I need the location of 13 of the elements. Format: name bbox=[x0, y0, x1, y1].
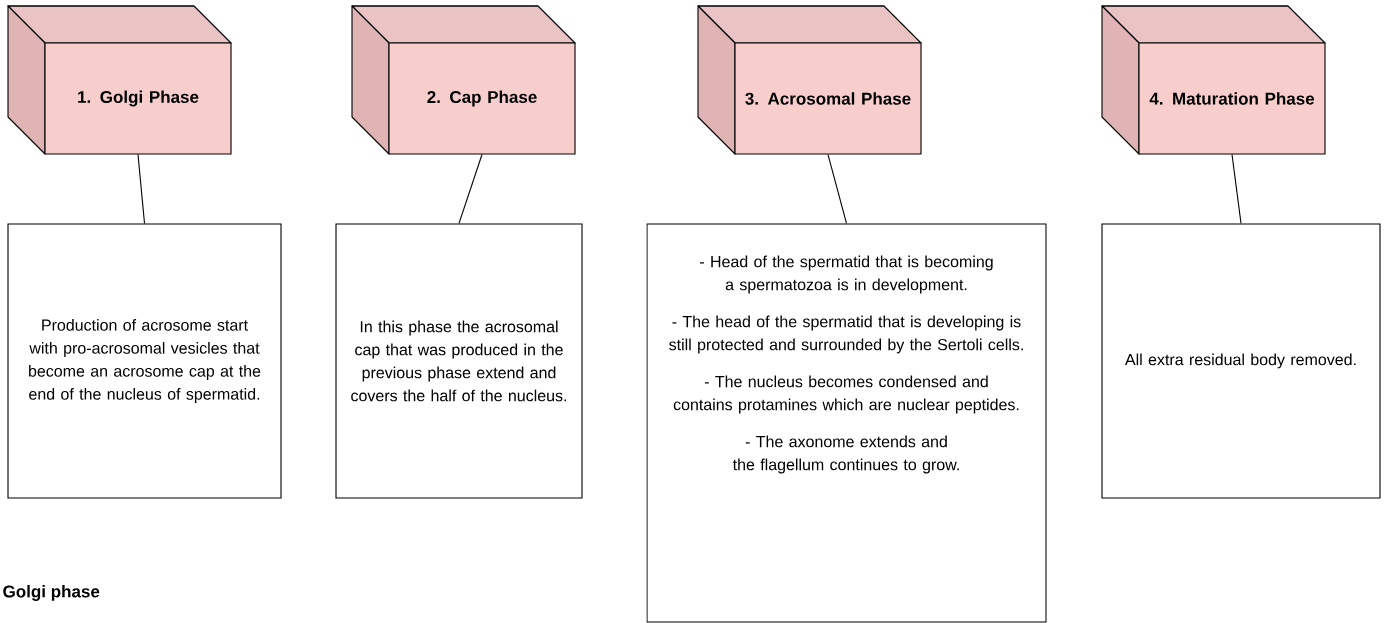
phase-cube: 1. Golgi Phase bbox=[7, 5, 232, 155]
description-box: In this phase the acrosomal cap that was produced in the previous phase extend and covers the half of the nucleus. bbox=[335, 223, 583, 499]
description-box: All extra residual body removed. bbox=[1101, 223, 1381, 499]
phase-cube: 2. Cap Phase bbox=[351, 5, 576, 155]
phase-cube: 3. Acrosomal Phase bbox=[697, 5, 922, 155]
caption-text: Golgi phase bbox=[3, 585, 100, 601]
description-box: - Head of the spermatid that is becoming a spermatozoa is in development. - The head of the spermatid that is developing is still protected and surrounded by the Sertoli cells. - The nucleus becomes condensed and contains protamines which are nuclear peptides. - The axonome extends and the flagellum continues to grow. bbox=[646, 223, 1047, 623]
phase-cube: 4. Maturation Phase bbox=[1101, 5, 1326, 155]
connector-line bbox=[827, 154, 848, 224]
connector-line bbox=[1231, 154, 1242, 224]
description-box: Production of acrosome start with pro-acrosomal vesicles that become an acrosome cap at the end of the nucleus of spermatid. bbox=[7, 223, 282, 499]
connector-line bbox=[137, 154, 146, 224]
connector-line bbox=[458, 154, 483, 224]
